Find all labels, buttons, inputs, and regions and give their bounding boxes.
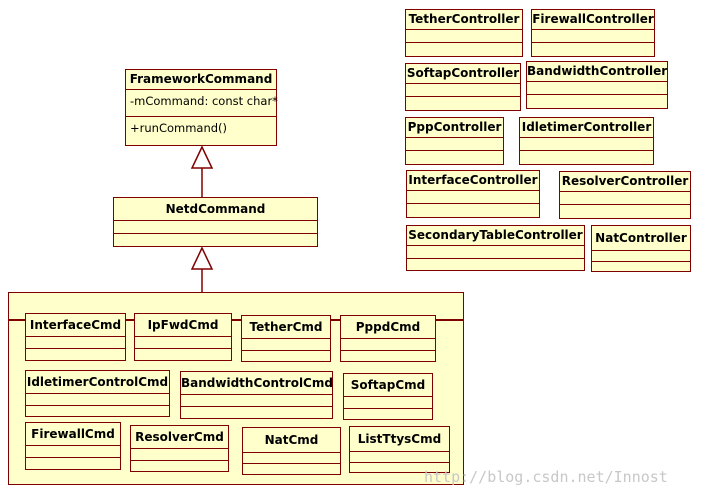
class-firewall-cmd: FirewallCmd xyxy=(25,422,121,470)
class-name: BandwidthController xyxy=(527,62,667,82)
attribute-section: -mCommand: const char* xyxy=(126,90,278,117)
package-divider-mid2 xyxy=(232,319,241,321)
class-name: ResolverController xyxy=(560,172,690,192)
generalization-arrow-framework xyxy=(190,145,214,169)
class-name: ResolverCmd xyxy=(131,426,228,449)
class-framework-command: FrameworkCommand -mCommand: const char* … xyxy=(125,69,278,146)
class-ppp-controller: PppController xyxy=(405,117,504,165)
class-softap-cmd: SoftapCmd xyxy=(343,373,433,420)
attribute-mcommand: -mCommand: const char* xyxy=(130,94,278,108)
class-name: BandwidthControlCmd xyxy=(181,372,332,395)
class-resolver-controller: ResolverController xyxy=(559,171,691,219)
class-name: SoftapController xyxy=(406,64,520,84)
class-idletimer-control-cmd: IdletimerControlCmd xyxy=(25,370,170,417)
class-name: InterfaceController xyxy=(407,171,539,191)
class-name: IdletimerControlCmd xyxy=(26,371,169,394)
class-list-ttys-cmd: ListTtysCmd xyxy=(349,426,450,473)
attribute-section xyxy=(135,337,231,349)
attribute-section xyxy=(344,397,432,409)
attribute-section xyxy=(243,453,340,464)
class-netd-command: NetdCommand xyxy=(113,197,318,247)
attribute-section xyxy=(181,395,332,407)
class-name: NatController xyxy=(592,226,690,251)
attribute-section xyxy=(341,339,435,351)
class-name: FirewallController xyxy=(532,10,654,30)
class-nat-cmd: NatCmd xyxy=(242,427,341,475)
attribute-section xyxy=(114,221,317,234)
class-secondary-table-controller: SecondaryTableController xyxy=(406,225,585,271)
attribute-section xyxy=(592,251,690,262)
package-divider-mid1 xyxy=(126,319,134,321)
class-interface-cmd: InterfaceCmd xyxy=(25,313,126,361)
attribute-section xyxy=(407,191,539,204)
attribute-section xyxy=(527,82,667,95)
package-divider-right xyxy=(436,319,464,321)
class-idletimer-controller: IdletimerController xyxy=(519,117,654,165)
class-name: PppController xyxy=(406,118,503,138)
class-ipfwd-cmd: IpFwdCmd xyxy=(134,313,232,361)
attribute-section xyxy=(406,138,503,151)
class-tether-controller: TetherController xyxy=(405,9,523,57)
class-name: TetherCmd xyxy=(242,316,330,339)
class-name: IdletimerController xyxy=(520,118,653,138)
class-softap-controller: SoftapController xyxy=(405,63,521,111)
class-name: SecondaryTableController xyxy=(407,226,584,246)
attribute-section xyxy=(406,84,520,97)
operation-runcommand: +runCommand() xyxy=(130,121,228,135)
operation-section: +runCommand() xyxy=(126,117,276,139)
attribute-section xyxy=(26,337,125,349)
class-name: NetdCommand xyxy=(114,198,317,221)
attribute-section xyxy=(26,446,120,458)
attribute-section xyxy=(131,449,228,461)
generalization-arrow-netd xyxy=(190,246,214,270)
class-bandwidth-control-cmd: BandwidthControlCmd xyxy=(180,371,333,419)
attribute-section xyxy=(407,246,584,259)
attribute-section xyxy=(560,192,690,205)
class-bandwidth-controller: BandwidthController xyxy=(526,61,668,109)
package-divider-mid3 xyxy=(331,319,340,321)
watermark: http://blog.csdn.net/Innost xyxy=(424,468,668,486)
class-name: TetherController xyxy=(406,10,522,30)
attribute-section xyxy=(520,138,653,151)
class-name: FirewallCmd xyxy=(26,423,120,446)
class-tether-cmd: TetherCmd xyxy=(241,315,331,362)
class-interface-controller: InterfaceController xyxy=(406,170,540,218)
class-name: InterfaceCmd xyxy=(26,314,125,337)
class-firewall-controller: FirewallController xyxy=(531,9,655,57)
class-name: IpFwdCmd xyxy=(135,314,231,337)
class-name: ListTtysCmd xyxy=(350,427,449,452)
package-divider-left xyxy=(8,319,25,321)
class-name: NatCmd xyxy=(243,428,340,453)
class-nat-controller: NatController xyxy=(591,225,691,272)
attribute-section xyxy=(406,30,522,43)
class-name: PppdCmd xyxy=(341,316,435,339)
attribute-section xyxy=(242,339,330,351)
class-name: FrameworkCommand xyxy=(126,70,276,90)
attribute-section xyxy=(350,452,449,463)
class-name: SoftapCmd xyxy=(344,374,432,397)
class-pppd-cmd: PppdCmd xyxy=(340,315,436,362)
attribute-section xyxy=(26,394,169,406)
attribute-section xyxy=(532,30,654,43)
class-resolver-cmd: ResolverCmd xyxy=(130,425,229,472)
